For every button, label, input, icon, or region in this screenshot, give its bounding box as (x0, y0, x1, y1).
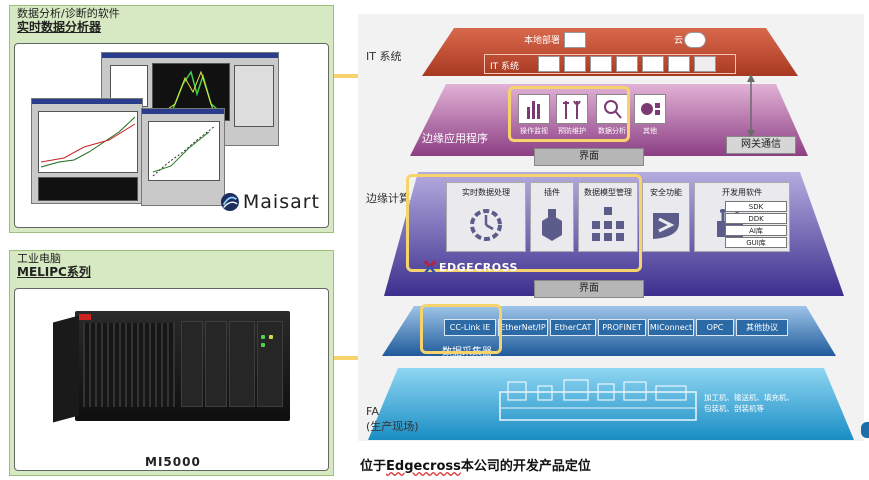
trend-plot (38, 111, 138, 173)
server-icon (564, 32, 586, 48)
edgecross-logo: EDGECROSS (424, 259, 518, 275)
pie-chart-icon (641, 103, 660, 115)
card-realtime: 实时数据处理 (446, 182, 526, 252)
gateway-arrow-down-head (747, 130, 755, 138)
edge-tab (861, 422, 869, 438)
protocol-profinet: PROFINET (598, 319, 646, 336)
page-caption: 位于Edgecross本公司的开发产品定位 (360, 455, 591, 474)
edgecross-diagram: IT 系统 边缘应用程序 边缘计算 FA (生产现场) 本地部署 云 IT 系统… (358, 14, 864, 441)
maintenance-icon (556, 94, 588, 124)
scatter-graphic (152, 125, 216, 177)
interface-bottom: 界面 (534, 280, 644, 298)
realtime-icon (470, 209, 502, 241)
analyzer-window-front (141, 108, 225, 206)
analyzer-window-mid (31, 98, 143, 204)
it-system-icon-1 (538, 56, 560, 72)
layer-label-it: IT 系统 (366, 50, 402, 63)
software-panel: 数据分析/诊断的软件 实时数据分析器 (9, 5, 334, 233)
settings-pane (234, 65, 274, 127)
tools-icon (563, 100, 581, 119)
brand-tag (79, 314, 91, 320)
layer-label-edge-app: 边缘应用程序 (422, 132, 488, 145)
app-label-monitoring: 操作监视 (520, 127, 548, 135)
protocol-miconnect: MIConnect (648, 319, 694, 336)
maisart-logo-text: Maisart (242, 191, 320, 213)
card-plugin-label: 插件 (544, 188, 560, 197)
fa-machines-note: 加工机、输送机、填充机、包装机、剖装机等 (704, 393, 794, 413)
card-devsw: 开发用软件 SDK DDK AI库 GUI库 (694, 182, 790, 252)
dev-item-ddk: DDK (725, 213, 787, 224)
maisart-logo: Maisart (220, 187, 320, 217)
maisart-logo-icon (220, 192, 239, 212)
other-app-icon (634, 94, 666, 124)
layer-label-edge-compute: 边缘计算 (366, 192, 410, 205)
software-panel-subtitle: 数据分析/诊断的软件 (17, 7, 120, 20)
gateway-arrow-up-head (747, 74, 755, 82)
card-devsw-label: 开发用软件 (722, 188, 762, 197)
caption-brand: Edgecross (386, 459, 461, 474)
protocol-ethercat: EtherCAT (550, 319, 596, 336)
app-label-maintenance: 预防维护 (558, 127, 586, 135)
protocol-cc-link-ie: CC-Link IE (444, 319, 496, 336)
factory-machinery-graphic (499, 379, 697, 421)
plugin-icon (542, 209, 562, 241)
shield-icon (653, 213, 679, 239)
card-security-label: 安全功能 (650, 188, 682, 197)
cloud-icon (684, 32, 706, 48)
dev-item-gui: GUI库 (725, 237, 787, 248)
layer-label-fa: FA (366, 405, 379, 418)
protocol-opc: OPC (696, 319, 734, 336)
edgecross-logo-text: EDGECROSS (439, 260, 518, 274)
waveform-graphic (157, 70, 224, 117)
fa-layer (368, 368, 854, 440)
app-label-other: 其他 (643, 127, 657, 135)
it-system-frame (484, 54, 736, 74)
it-system-icon-6 (668, 56, 690, 72)
interface-top: 界面 (534, 148, 644, 166)
caption-suffix: 本公司的开发产品定位 (460, 459, 591, 474)
edge-compute-highlight (406, 174, 642, 272)
ipc-panel: 工业电脑 MELIPC系列 MI5000 (9, 250, 334, 476)
app-label-analysis: 数据分析 (598, 127, 626, 135)
protocol-ethernet-ip: EtherNet/IP (498, 319, 548, 336)
ipc-model-label: MI5000 (145, 455, 201, 469)
spectrum-plot (38, 177, 138, 201)
magnifier-icon (604, 100, 622, 119)
it-system-icon-7 (694, 56, 716, 72)
software-screenshot-frame: Maisart (14, 43, 329, 228)
bar-chart-icon (527, 101, 540, 119)
layer-label-fa-sub: (生产现场) (366, 420, 419, 433)
it-system-label: IT 系统 (490, 62, 520, 72)
card-model-label: 数据模型管理 (584, 188, 632, 197)
ipc-photo-frame: MI5000 (14, 288, 329, 471)
card-plugin: 插件 (530, 182, 574, 252)
caption-prefix: 位于 (360, 459, 387, 474)
ipc-hardware-image (53, 311, 290, 423)
cloud-label: 云 (674, 36, 684, 46)
monitoring-icon (518, 94, 550, 124)
analysis-icon (596, 94, 628, 124)
dev-item-sdk: SDK (725, 201, 787, 212)
trend-graphic (40, 116, 136, 168)
dev-item-ai: AI库 (725, 225, 787, 236)
card-realtime-label: 实时数据处理 (462, 188, 510, 197)
protocol-other: 其他协议 (736, 319, 788, 336)
collector-highlight (420, 304, 502, 354)
ipc-panel-subtitle: 工业电脑 (17, 252, 61, 265)
scatter-plot (148, 121, 220, 181)
ipc-panel-title: MELIPC系列 (17, 265, 91, 279)
card-security: 安全功能 (642, 182, 690, 252)
onprem-label: 本地部署 (524, 36, 561, 46)
it-system-icon-4 (616, 56, 638, 72)
it-system-icon-2 (564, 56, 586, 72)
it-system-icon-3 (590, 56, 612, 72)
it-system-icon-5 (642, 56, 664, 72)
card-model: 数据模型管理 (578, 182, 638, 252)
edgecross-logo-icon (424, 260, 436, 274)
gateway-box: 网关通信 (726, 136, 796, 154)
software-panel-title: 实时数据分析器 (17, 20, 102, 34)
analysis-highlight (508, 86, 630, 142)
hierarchy-icon (592, 207, 624, 241)
